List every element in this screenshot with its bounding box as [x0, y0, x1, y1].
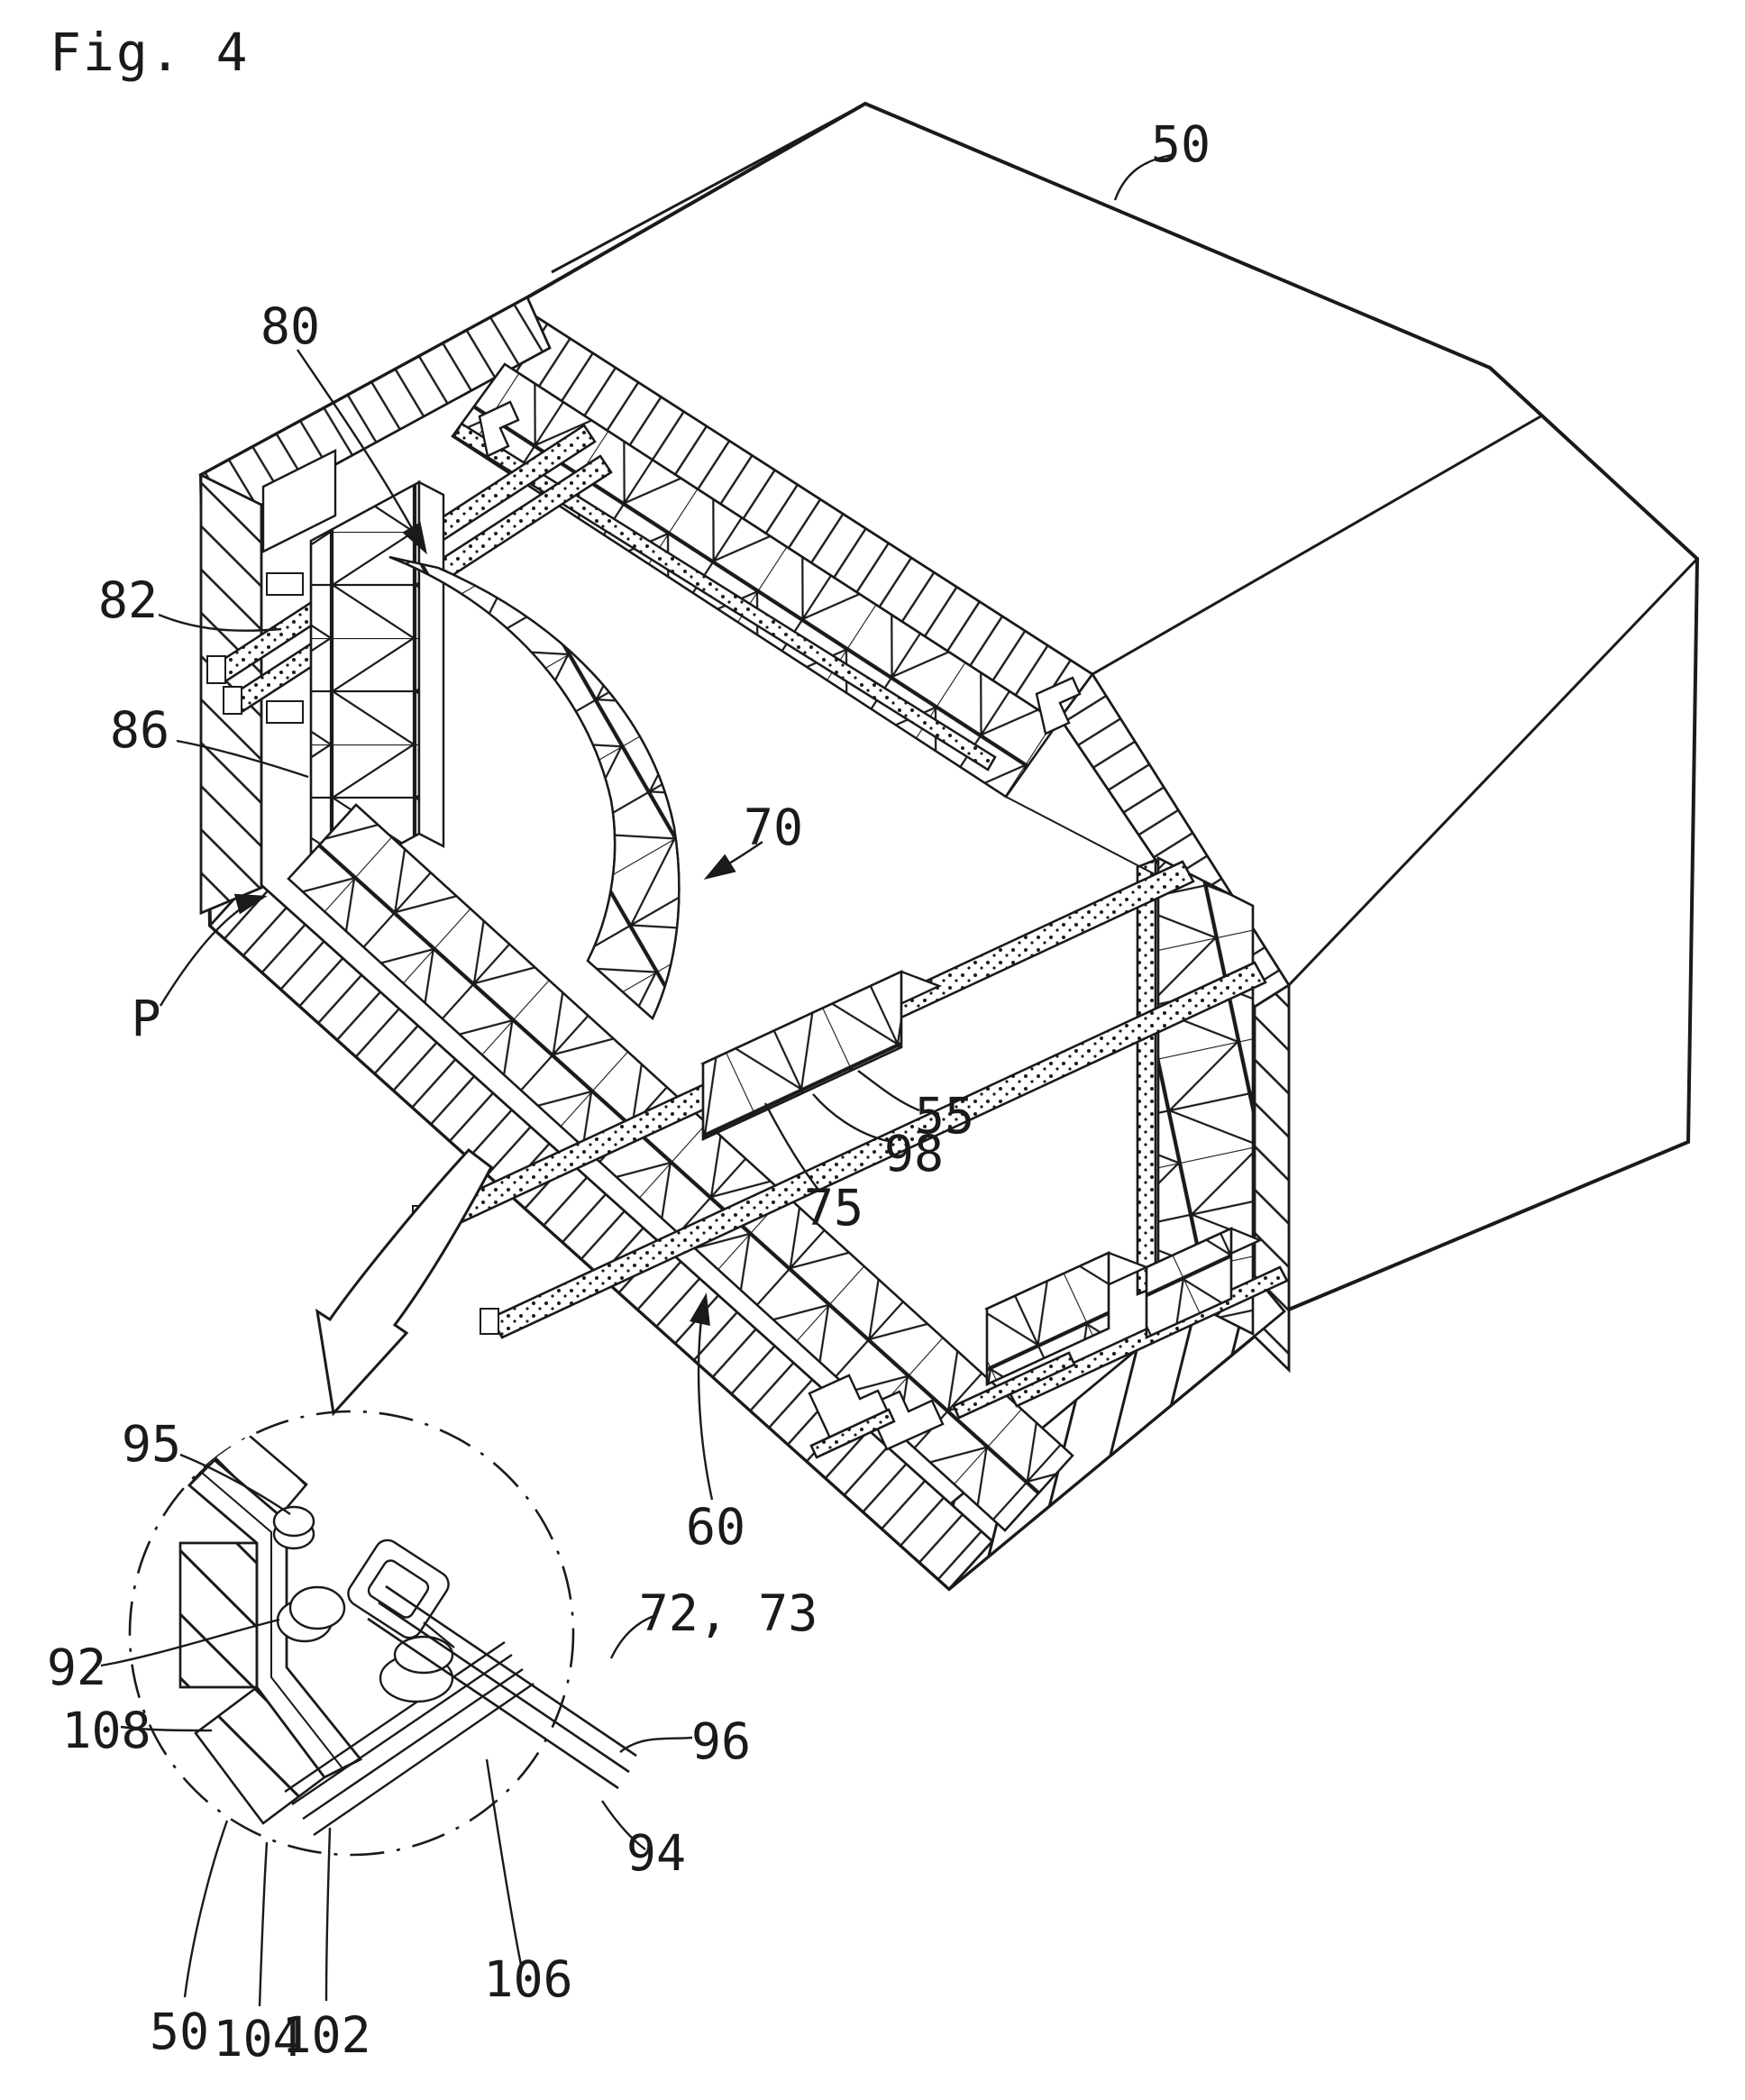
ref-label-P: P	[131, 990, 160, 1047]
fixing-leg	[423, 1621, 455, 1648]
arrowhead-60	[690, 1292, 710, 1326]
ref-label-108: 108	[61, 1702, 151, 1759]
ref-label-95: 95	[122, 1415, 181, 1473]
detail-fittings	[272, 1505, 637, 1790]
figure-title: Fig. 4	[50, 22, 250, 83]
leader-50-top	[1113, 153, 1173, 201]
fixing-plate-72-73	[347, 1538, 450, 1639]
leader-95	[179, 1453, 291, 1515]
ref-label-102: 102	[281, 2006, 370, 2064]
leader-86	[176, 739, 309, 779]
ref-label-70: 70	[744, 799, 803, 856]
slope-hook-bracket	[478, 400, 520, 458]
ref-label-80: 80	[260, 297, 320, 355]
leader-82	[158, 613, 282, 632]
ref-label-96: 96	[691, 1712, 751, 1770]
roof-slope-front-edge	[1092, 414, 1543, 676]
leader-75	[763, 1102, 819, 1191]
arrowhead-P	[233, 893, 268, 915]
leader-104	[258, 1841, 269, 2007]
right-face-top-edge	[1287, 557, 1699, 987]
leader-50-bottom	[183, 1820, 229, 1998]
leader-55	[857, 1070, 920, 1112]
ref-label-92: 92	[47, 1639, 106, 1696]
ref-label-50-bottom: 50	[150, 2003, 209, 2060]
corner-truss-box-b	[1143, 1227, 1264, 1339]
fixing-plate-inner	[367, 1559, 430, 1619]
upper-left-slope-strips	[206, 424, 613, 715]
leader-108	[120, 1725, 213, 1732]
ref-label-60: 60	[686, 1498, 745, 1556]
stud-92-top	[288, 1585, 346, 1630]
right-wall-hook-bracket	[1035, 676, 1082, 735]
leader-98	[812, 1093, 889, 1143]
reference-labels: Fig. 4 50 80 82 86 P 70 55 98 75 60 72, …	[47, 22, 1211, 2068]
ref-label-98: 98	[884, 1125, 944, 1182]
brace-82-upper	[266, 572, 304, 596]
ref-label-104: 104	[213, 2010, 302, 2068]
annotations	[100, 153, 1173, 2007]
leader-94	[601, 1800, 646, 1850]
leader-72-73	[609, 1613, 657, 1659]
detail-backing-bars-102-104	[284, 1641, 534, 1836]
ref-label-86: 86	[110, 701, 169, 759]
arrowhead-80	[402, 522, 427, 555]
flat-plate-86	[261, 449, 337, 553]
ref-label-72-73: 72, 73	[639, 1584, 818, 1642]
interior-corner-line	[1005, 796, 1159, 877]
ref-label-55: 55	[915, 1087, 974, 1145]
top-face-back-edge	[551, 102, 866, 274]
fixing-bracket-small	[808, 1374, 896, 1459]
leader-106	[485, 1758, 523, 1966]
interior-insulation	[206, 362, 1289, 1532]
floor-truss-box-75	[699, 970, 943, 1141]
leader-80	[297, 349, 425, 551]
brace-82-lower	[266, 700, 304, 724]
ref-label-50-top: 50	[1151, 115, 1211, 173]
ref-label-106: 106	[483, 1950, 572, 2008]
leader-96	[619, 1736, 693, 1753]
detail-circle-view	[128, 1410, 637, 1857]
detail-corner-lining-panel	[187, 1458, 363, 1779]
leader-102	[324, 1827, 332, 2002]
ref-label-75: 75	[804, 1179, 863, 1237]
arrowhead-70	[703, 854, 736, 881]
ref-label-94: 94	[626, 1824, 686, 1882]
stud-95-top	[272, 1505, 315, 1538]
long-fixing-strip-72-73	[367, 1584, 637, 1790]
ref-label-82: 82	[98, 571, 158, 629]
leader-92	[100, 1618, 280, 1667]
rail-end-cap	[480, 1308, 499, 1335]
detail-pointer-arrow	[315, 1147, 493, 1417]
